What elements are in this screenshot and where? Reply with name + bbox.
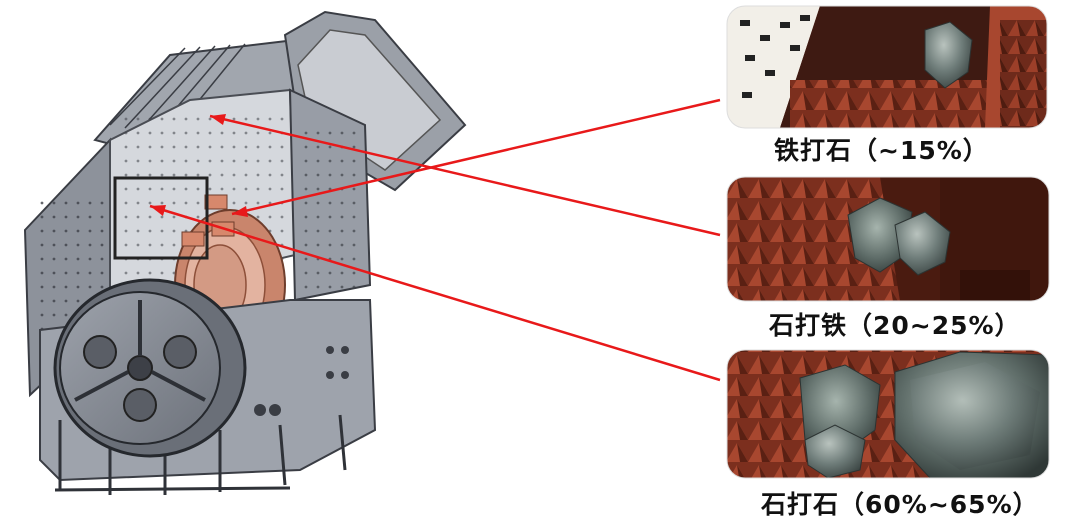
caption-stone-on-stone: 石打石（60%~65%） [761,490,1039,519]
iron-hits-stone-photo [727,6,1047,128]
arrows [149,98,721,382]
stone-hits-iron-photo [727,177,1049,301]
stone-hits-stone-photo [727,350,1049,478]
caption-iron-on-stone: 铁打石（~15%） [774,136,989,165]
caption-stone-on-iron: 石打铁（20~25%） [769,311,1021,340]
inspection-frame [113,176,209,260]
arrow-iron-on-stone [231,98,721,216]
base-frame [54,414,347,495]
hammer-crusher [23,10,467,495]
arrow-head [232,206,248,217]
side-bolts [254,346,349,416]
flywheel [53,278,247,458]
arrow-head [210,114,226,125]
arrow-stone-on-stone [149,204,721,382]
arrow-stone-on-iron [209,114,721,237]
arrow-head [150,205,166,216]
